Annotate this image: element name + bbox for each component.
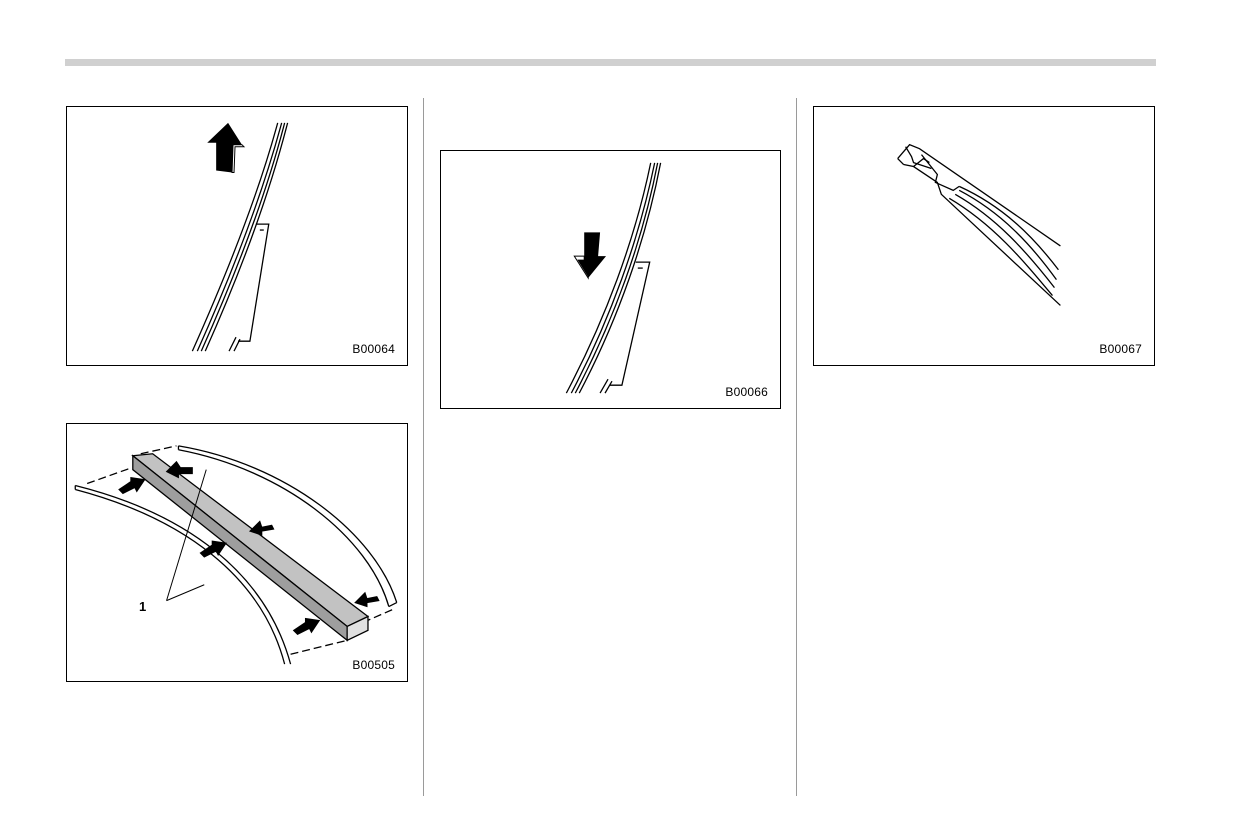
rubber-insert-illustration — [74, 445, 398, 665]
figure-code: B00067 — [1099, 342, 1142, 356]
arrow-down-icon — [573, 232, 607, 280]
figure-code: B00066 — [725, 385, 768, 399]
figure-code: B00505 — [352, 658, 395, 672]
column-divider-right — [796, 98, 797, 796]
page-header-rule — [65, 59, 1156, 66]
figure-wiper-blade-tip: B00067 — [813, 106, 1155, 366]
figure-wiper-blade-remove-up: B00064 — [66, 106, 408, 366]
wiper-blade-illustration — [191, 122, 289, 352]
column-divider-left — [423, 98, 424, 796]
arrow-icons — [118, 460, 380, 635]
figure-code: B00064 — [352, 342, 395, 356]
blade-tip-illustration — [897, 143, 1061, 306]
figure-rubber-insert: 1 B00505 — [66, 423, 408, 682]
wiper-blade-illustration — [565, 162, 662, 394]
figure-wiper-blade-install-down: B00066 — [440, 150, 781, 409]
arrow-up-icon — [207, 122, 246, 173]
callout-number: 1 — [139, 599, 147, 614]
